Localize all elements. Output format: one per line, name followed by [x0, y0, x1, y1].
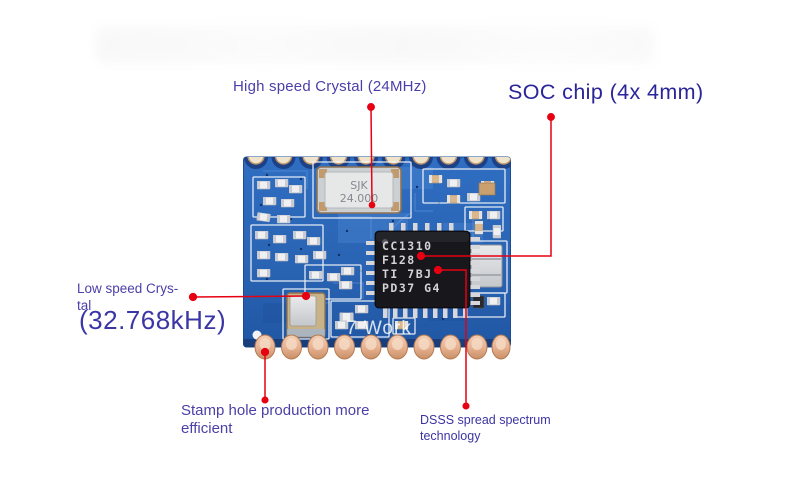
soc-chip-marking: CC1310 F128 TI 7BJ PD37 G4 [382, 239, 441, 295]
low-speed-crystal-label-line1: Low speed Crys- [77, 281, 179, 296]
dsss-label: DSSS spread spectrum technology [420, 413, 551, 443]
pin1-marker [382, 239, 388, 245]
pcb-svg: SJK 24.000 CC1310 F128 TI 7BJ P [243, 156, 511, 360]
soc-chip: CC1310 F128 TI 7BJ PD37 G4 [366, 223, 480, 318]
crystal-marking-line2: 24.000 [340, 192, 379, 205]
pcb-module: SJK 24.000 CC1310 F128 TI 7BJ P [243, 153, 511, 365]
low-speed-crystal-label-line2: tal [77, 297, 92, 313]
soc-marking-line3: TI 7BJ [382, 267, 433, 281]
soc-marking-line4: PD37 G4 [382, 281, 441, 295]
low-speed-crystal-frequency: (32.768kHz) [79, 305, 227, 335]
stamp-hole-label: Stamp hole production more efficient [181, 402, 370, 438]
board-watermark: 7 Work [346, 318, 412, 339]
low-speed-crystal-label: Low speed Crys- tal [77, 281, 178, 315]
crystal-marking-line1: SJK [350, 179, 368, 192]
soc-chip-label: SOC chip (4x 4mm) [508, 80, 704, 104]
crystal-24mhz: SJK 24.000 [316, 166, 402, 214]
high-speed-crystal-label: High speed Crystal (24MHz) [233, 78, 427, 95]
soc-marking-line1: CC1310 [382, 239, 433, 253]
crystal-32khz [286, 292, 326, 338]
soc-marking-line2: F128 [382, 253, 416, 267]
faint-watermark [95, 26, 655, 64]
